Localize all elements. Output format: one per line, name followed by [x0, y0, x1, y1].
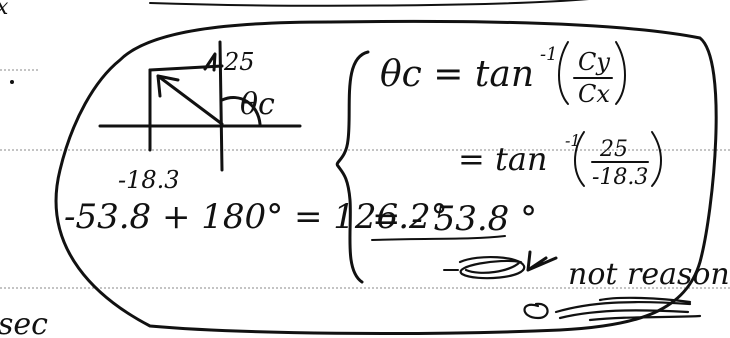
top-fragment-text: x [0, 0, 9, 20]
equation-line2-open-paren [574, 131, 585, 187]
ink-dot [10, 80, 14, 84]
enclosing-loop [54, 19, 718, 335]
equation-line1-open-paren [558, 41, 569, 105]
remark-text: not reasonable [568, 257, 730, 292]
underline-stroke [371, 235, 506, 241]
equation-line3: = - 53.8 ° [372, 199, 537, 239]
strike-through-scribble [554, 296, 702, 322]
correction-equation: -53.8 + 180° = 126.2° [64, 197, 448, 237]
top-stroke [149, 0, 589, 7]
equation-line2-prefix: = tan [458, 140, 548, 178]
angle-arc [220, 96, 262, 126]
angle-label: θc [240, 87, 275, 122]
equation-line2-numerator: 25 [599, 137, 628, 162]
x-component-label: -18.3 [118, 166, 180, 194]
equation-line1-exponent: -1 [540, 44, 558, 65]
crossed-out-value [443, 255, 526, 280]
equation-line1-close-paren [615, 41, 626, 105]
equation-line1-lhs: θc = tan [380, 54, 534, 95]
tick-mark [203, 52, 217, 72]
y-axis-line [218, 40, 224, 172]
equation-block: θc = tan -1 Cy Cx = tan -1 25 -18.3 = - … [372, 41, 662, 239]
curly-brace [335, 50, 370, 284]
resultant-vector [156, 74, 224, 126]
pointer-arrow [526, 250, 558, 272]
vector-diagram: 25 -18.3 θc [98, 40, 302, 194]
equation-line1-numerator: Cy [578, 48, 610, 76]
scribble-mark [458, 255, 526, 280]
vector-arrowhead [156, 74, 180, 98]
component-line-horizontal [148, 64, 224, 72]
crossed-out-note [523, 296, 702, 322]
y-component-label: 25 [223, 48, 255, 76]
equation-line2-close-paren [651, 131, 662, 187]
scribble-mark [523, 302, 549, 320]
equation-line2-denominator: -18.3 [592, 165, 648, 190]
equation-line1-denominator: Cx [578, 80, 610, 108]
left-fragment-text: sec [0, 307, 48, 338]
